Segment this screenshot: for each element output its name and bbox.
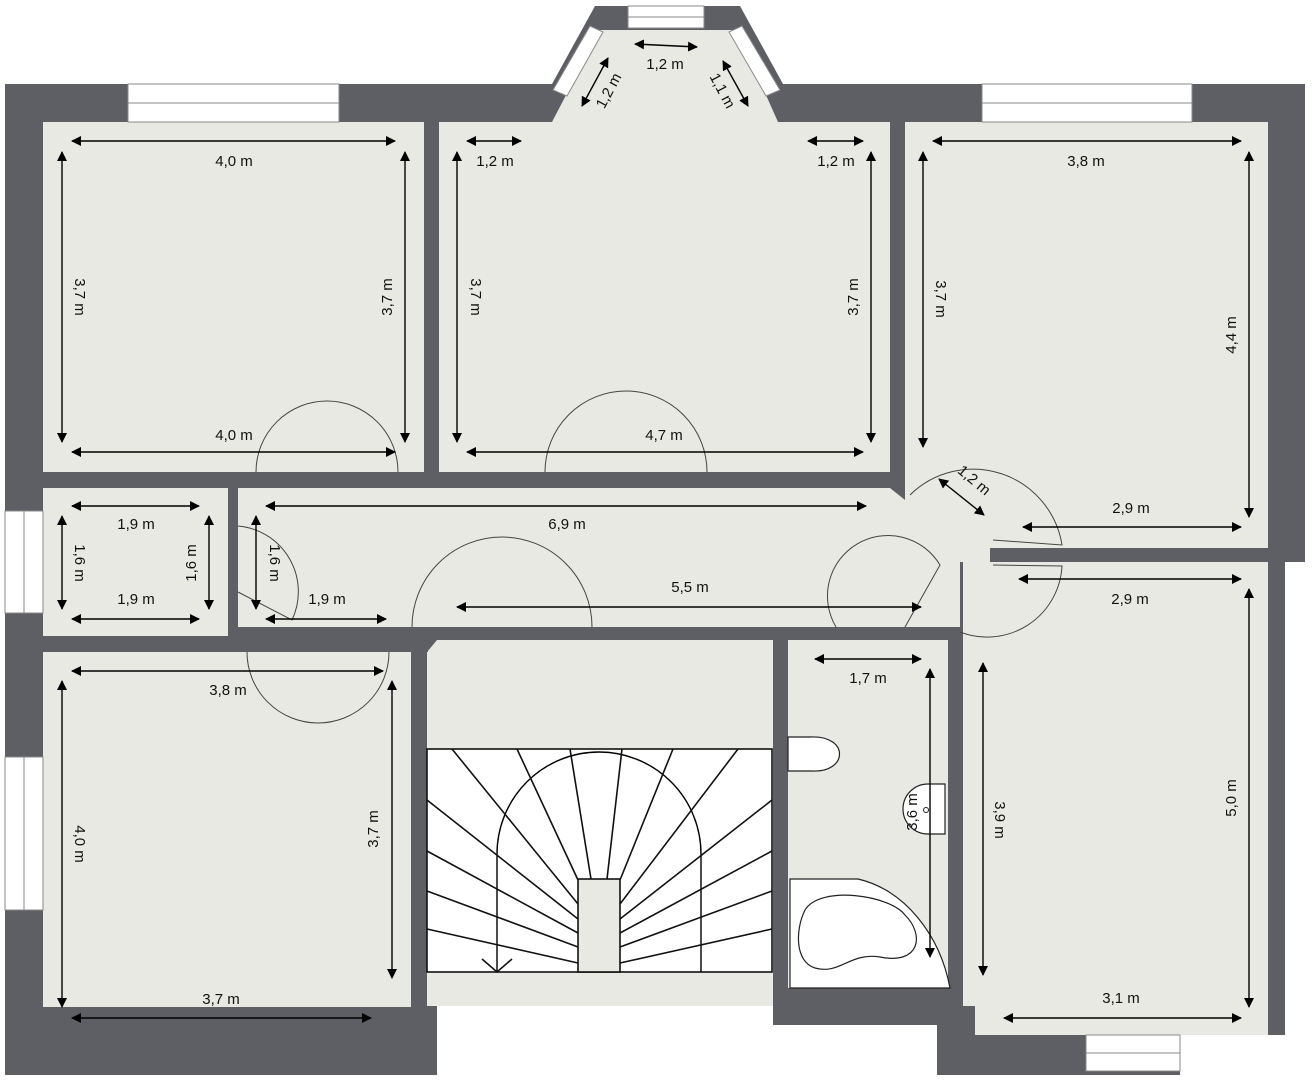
label-living-bottom: 4,7 m: [645, 427, 683, 444]
door-living: [544, 390, 708, 473]
label-hall-bottom: 5,5 m: [671, 579, 709, 596]
toilet-icon: [787, 736, 840, 772]
label-bay-center: 1,2 m: [646, 56, 684, 73]
room-bedroom-bottom-right: [963, 562, 1268, 1035]
door-bedroom-bottom-left: [246, 651, 390, 724]
label-bedroom-tr-top: 3,8 m: [1067, 153, 1105, 170]
label-bedroom-tr-bottom: 2,9 m: [1112, 500, 1150, 517]
label-hall-top: 6,9 m: [548, 516, 586, 533]
room-bedroom-bottom-left: [43, 652, 411, 1007]
label-bedroom-tr-left: 3,7 m: [932, 280, 949, 318]
label-storage-bottom: 1,9 m: [117, 591, 155, 608]
label-bathroom-right: 3,6 m: [904, 793, 921, 831]
label-bedroom-bl-left: 4,0 m: [71, 825, 88, 863]
label-living-top-left: 1,2 m: [476, 153, 514, 170]
label-bedroom-tl-right: 3,7 m: [379, 278, 396, 316]
label-storage-right: 1,6 m: [183, 544, 200, 582]
label-hall-corridor-height: 1,6 m: [266, 544, 283, 582]
label-living-right: 3,7 m: [845, 278, 862, 316]
room-storage: [43, 488, 228, 636]
room-bedroom-top-left: [43, 122, 424, 472]
window-bay-left: [552, 25, 604, 97]
label-living-left: 3,7 m: [467, 278, 484, 316]
label-hall-corridor-width: 1,9 m: [308, 591, 346, 608]
door-stairwell: [411, 536, 593, 628]
interior-walls: [43, 122, 1268, 1006]
room-living-bay: [439, 30, 890, 472]
staircase: [426, 748, 773, 974]
bathroom-fixtures: [787, 736, 951, 989]
label-bedroom-bl-top: 3,8 m: [209, 682, 247, 699]
label-living-top-right: 1,2 m: [817, 153, 855, 170]
stair-direction-arrow-icon: [481, 958, 513, 974]
window-bay-right: [728, 25, 781, 97]
label-bedroom-bl-right: 3,7 m: [365, 810, 382, 848]
label-bathroom-top: 1,7 m: [849, 670, 887, 687]
label-bedroom-tl-bottom: 4,0 m: [215, 427, 253, 444]
label-bedroom-br-right: 5,0 m: [1223, 779, 1240, 817]
label-bedroom-br-bottom: 3,1 m: [1102, 990, 1140, 1007]
label-bedroom-tl-left: 3,7 m: [71, 278, 88, 316]
label-bedroom-tl-top: 4,0 m: [215, 153, 253, 170]
label-bedroom-br-top: 2,9 m: [1111, 591, 1149, 608]
label-storage-top: 1,9 m: [117, 516, 155, 533]
dimension-labels: 4,0 m 4,0 m 3,7 m 3,7 m 1,2 m 1,2 m 1,1 …: [71, 56, 1240, 1008]
label-bedroom-br-left: 3,9 m: [991, 801, 1008, 839]
window-left-storage: [4, 510, 44, 614]
window-left-bedroom: [4, 756, 44, 911]
window-top-right: [981, 83, 1193, 123]
dimension-lines: [57, 39, 1254, 1023]
window-bay-center: [627, 5, 705, 29]
label-bedroom-tr-right: 4,4 m: [1223, 316, 1240, 354]
window-top-left: [127, 83, 340, 123]
label-storage-left: 1,6 m: [71, 544, 88, 582]
door-bathroom: [826, 534, 941, 628]
door-bedroom-top-left: [255, 400, 399, 473]
windows: [4, 5, 1193, 1072]
label-bedroom-bl-bottom: 3,7 m: [202, 991, 240, 1008]
window-bottom-right: [1085, 1034, 1181, 1072]
room-bedroom-top-right: [905, 122, 1268, 545]
